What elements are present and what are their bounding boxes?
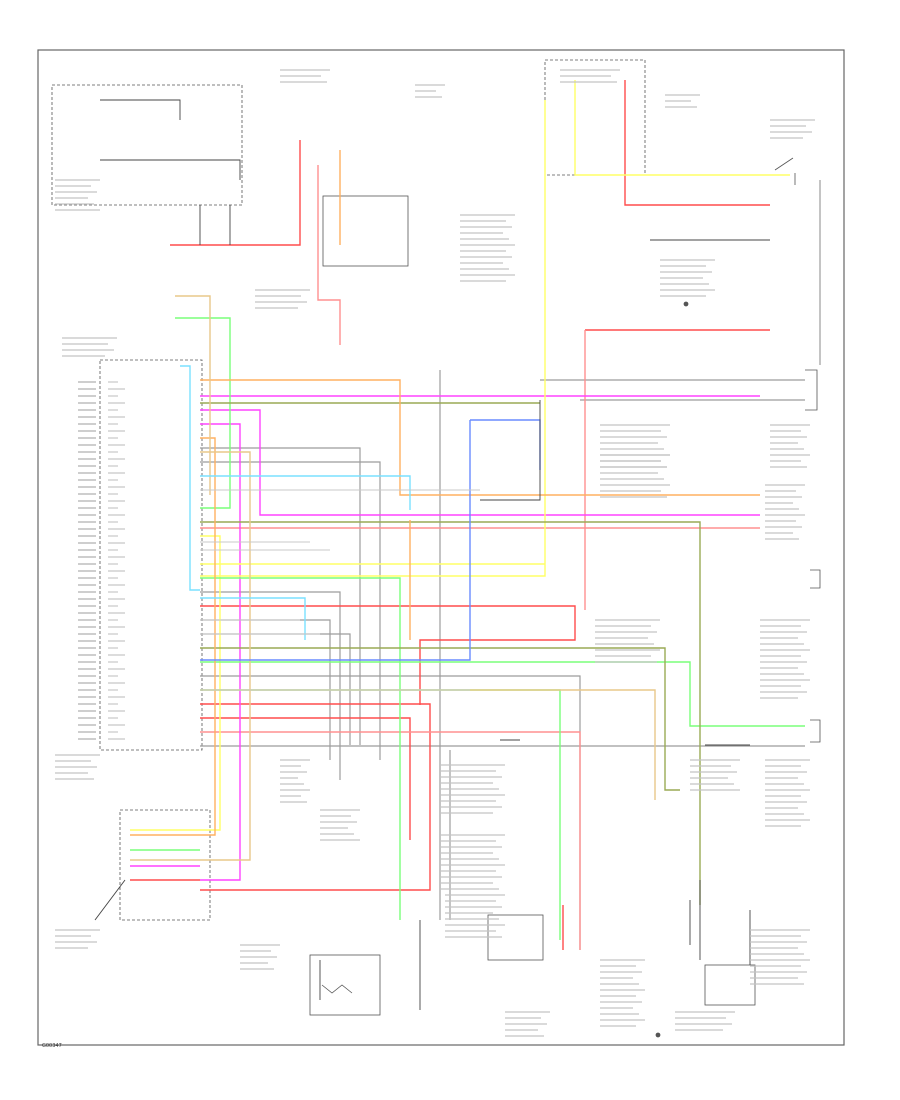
wire-pink-1	[317, 165, 341, 345]
fuse-panel-outline	[544, 59, 646, 176]
wires-red	[130, 80, 770, 950]
wire-gray-2	[200, 461, 381, 760]
range-sensor-switch	[321, 984, 353, 994]
wire-cyan-2	[200, 475, 411, 510]
wire-black-14	[94, 879, 126, 921]
pcm-pin-ticks	[78, 381, 125, 740]
wire-green-3	[200, 661, 805, 727]
wires-light	[200, 489, 480, 691]
ground-point-1	[683, 301, 689, 307]
wires-black	[94, 99, 770, 1010]
wire-black-2	[100, 159, 241, 180]
relay-box-outline	[322, 195, 409, 267]
powertrain-control-module-outline	[99, 359, 203, 751]
component-outlines	[51, 59, 821, 1038]
wire-orange-2	[200, 379, 760, 496]
connector-c2	[810, 569, 821, 589]
wire-yellow-2	[200, 100, 546, 577]
instrument-cluster-outline	[51, 84, 243, 206]
switch-contact	[774, 157, 796, 185]
wires-cyan	[180, 365, 411, 640]
wire-cyan-1	[180, 365, 200, 591]
wire-red-5	[200, 703, 431, 891]
wire-gray-1	[200, 447, 361, 745]
wire-gray-6	[200, 675, 581, 950]
ground-point-2	[655, 1032, 661, 1038]
wire-black-1	[100, 99, 181, 120]
connector-c1	[805, 369, 818, 411]
wires-pink	[200, 165, 760, 950]
wire-green-2	[200, 577, 401, 920]
diagram-border	[37, 49, 845, 1046]
wires-orange	[130, 150, 760, 836]
transmission-range-sensor-outline	[309, 954, 381, 1016]
wire-red-2	[624, 80, 770, 206]
wire-green-1	[175, 317, 231, 509]
wire-red-6	[200, 717, 411, 840]
wire-tan-2	[130, 451, 251, 861]
reference-code: G00347	[42, 1043, 62, 1049]
wire-pink-4	[200, 731, 581, 950]
wire-tan-3	[200, 689, 656, 800]
wire-cyan-3	[200, 597, 306, 640]
transmission-connector-outline	[119, 809, 211, 921]
label-stubs	[55, 69, 815, 1037]
wire-magenta-2	[200, 423, 241, 881]
torque-converter-relay-outline	[704, 964, 756, 1006]
wires-blue	[200, 419, 541, 661]
wire-olive-2	[200, 521, 701, 905]
wires-olive	[200, 402, 701, 905]
wire-tan-1	[175, 295, 211, 495]
wire-black-5	[480, 400, 541, 501]
wire-blue-1	[200, 419, 541, 661]
wire-olive-3	[200, 647, 680, 791]
wires-yellow	[130, 80, 790, 831]
connector-c3	[810, 719, 821, 743]
wire-red-1	[170, 140, 301, 246]
wire-yellow-1	[574, 80, 790, 176]
wire-orange-3	[130, 437, 216, 836]
wire-yellow-4	[130, 535, 221, 831]
